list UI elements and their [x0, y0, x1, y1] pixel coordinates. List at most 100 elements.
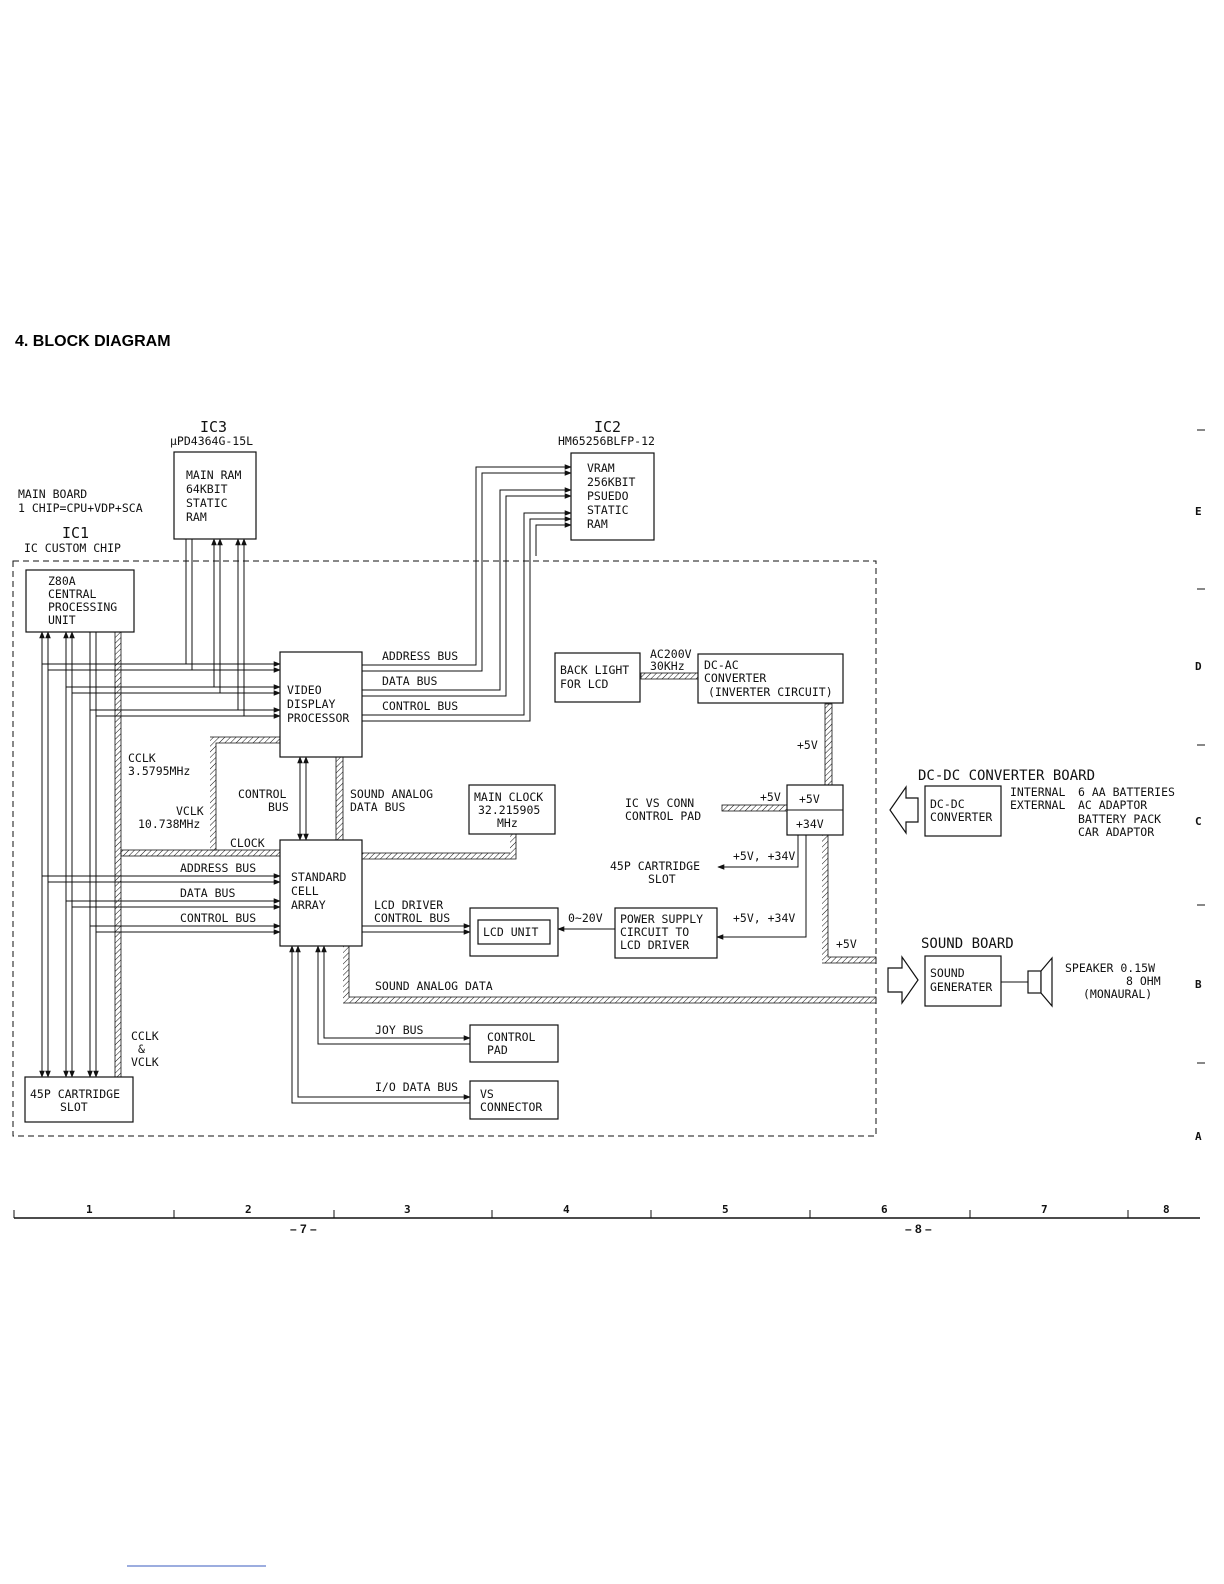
- io-data-bus-label: I/O DATA BUS: [375, 1080, 458, 1094]
- ic1-boundary: [12, 560, 877, 1137]
- regulator-34v: +34V: [796, 817, 824, 831]
- ic1-name: IC1: [62, 524, 89, 542]
- grid-col-label: 2: [245, 1203, 252, 1216]
- regulator-5v: +5V: [799, 792, 820, 806]
- grid-row-label: A: [1195, 1130, 1202, 1143]
- vclk-freq: 10.738MHz: [138, 817, 200, 831]
- grid-col-label: 6: [881, 1203, 888, 1216]
- main-ram-line: 64KBIT: [186, 482, 228, 496]
- main-ram-line: STATIC: [186, 496, 228, 510]
- plus5v-34v-label: +5V, +34V: [733, 911, 795, 925]
- plus5v-34v-label: +5V, +34V: [733, 849, 795, 863]
- vram-line: RAM: [587, 517, 608, 531]
- vram-line: VRAM: [587, 461, 615, 475]
- sca-line: CELL: [291, 884, 319, 898]
- page-title: 4. BLOCK DIAGRAM: [15, 333, 171, 350]
- lcd-driver-label: CONTROL BUS: [374, 911, 450, 925]
- sound-analog-data-bus-label: DATA BUS: [350, 800, 405, 814]
- backlight-box: [554, 652, 641, 703]
- cart-slot-2-label: SLOT: [648, 872, 676, 886]
- vdp-box: [279, 651, 363, 758]
- lcd-unit-label: LCD UNIT: [483, 925, 538, 939]
- page-number-left: – 7 –: [290, 1222, 317, 1236]
- backlight-line: BACK LIGHT: [560, 663, 629, 677]
- main-clock-box: [468, 784, 556, 835]
- plus5v-label: +5V: [760, 790, 781, 804]
- grid-col-label: 1: [86, 1203, 93, 1216]
- power-supply-line: CIRCUIT TO: [620, 925, 689, 939]
- joy-bus-label: JOY BUS: [375, 1023, 424, 1037]
- sound-analog-data-bus-label: SOUND ANALOG: [350, 787, 433, 801]
- sound-arrow: [887, 955, 919, 1005]
- control-pad-line: PAD: [487, 1043, 508, 1057]
- grid-row-label: B: [1195, 978, 1202, 991]
- grid-col-label: 7: [1041, 1203, 1048, 1216]
- inverter-line: DC-AC: [704, 658, 739, 672]
- address-bus-label-top: ADDRESS BUS: [382, 649, 458, 663]
- main-clock-line: MHz: [497, 816, 518, 830]
- vdp-line: VIDEO: [287, 683, 322, 697]
- grid-col-label: 5: [722, 1203, 729, 1216]
- speaker-cone-icon: [1040, 956, 1053, 1008]
- ic-vs-conn-label: CONTROL PAD: [625, 809, 701, 823]
- plus5v-label: +5V: [797, 738, 818, 752]
- cartridge-slot-line: 45P CARTRIDGE: [30, 1087, 120, 1101]
- sca-box: [279, 839, 363, 947]
- external-source: BATTERY PACK: [1078, 812, 1161, 826]
- cclk-vclk-label: CCLK: [131, 1029, 159, 1043]
- clock-label: CLOCK: [230, 836, 265, 850]
- ic1-desc: IC CUSTOM CHIP: [24, 541, 121, 555]
- grid-col-label: 4: [563, 1203, 570, 1216]
- main-board-label: MAIN BOARD: [18, 487, 87, 501]
- main-ram-box: [173, 451, 257, 540]
- main-ram-line: RAM: [186, 510, 207, 524]
- control-pad-box: [469, 1024, 559, 1063]
- internal-label: INTERNAL: [1010, 785, 1065, 799]
- lcd-driver-label: LCD DRIVER: [374, 898, 443, 912]
- inverter-line: CONVERTER: [704, 671, 766, 685]
- sound-generator-line: GENERATER: [930, 980, 992, 994]
- vs-connector-line: CONNECTOR: [480, 1100, 542, 1114]
- inverter-box: [697, 653, 844, 704]
- dcdc-converter-line: CONVERTER: [930, 810, 992, 824]
- cartridge-slot-box: [24, 1076, 134, 1123]
- ac200-freq: 30KHz: [650, 659, 685, 673]
- speaker-icon: [1027, 970, 1042, 994]
- cclk-freq: 3.5795MHz: [128, 764, 190, 778]
- sound-board-title: SOUND BOARD: [921, 936, 1014, 952]
- backlight-line: FOR LCD: [560, 677, 609, 691]
- sca-line: STANDARD: [291, 870, 346, 884]
- dcdc-converter-box: [924, 785, 1002, 837]
- cclk-vclk-label: &: [138, 1042, 145, 1056]
- sound-analog-data-label: SOUND ANALOG DATA: [375, 979, 493, 993]
- power-supply-line: LCD DRIVER: [620, 938, 689, 952]
- external-label: EXTERNAL: [1010, 798, 1065, 812]
- cclk-label: CCLK: [128, 751, 156, 765]
- cart-slot-2-label: 45P CARTRIDGE: [610, 859, 700, 873]
- vram-line: 256KBIT: [587, 475, 636, 489]
- vs-connector-line: VS: [480, 1087, 494, 1101]
- inverter-line: (INVERTER CIRCUIT): [708, 685, 833, 699]
- dcdc-arrow: [889, 785, 919, 835]
- cpu-line: CENTRAL: [48, 587, 97, 601]
- cpu-line: UNIT: [48, 613, 76, 627]
- ic-vs-conn-label: IC VS CONN: [625, 796, 694, 810]
- control-bus-v-label: CONTROL: [238, 787, 287, 801]
- cclk-vclk-line: [114, 631, 122, 1078]
- main-clock-line: 32.215905: [478, 803, 540, 817]
- sound-generator-line: SOUND: [930, 966, 965, 980]
- data-bus-label: DATA BUS: [180, 886, 235, 900]
- control-bus-v-label: BUS: [268, 800, 289, 814]
- ic3-name: IC3: [200, 418, 227, 436]
- control-bus-label-top: CONTROL BUS: [382, 699, 458, 713]
- sca-line: ARRAY: [291, 898, 326, 912]
- data-bus-label-top: DATA BUS: [382, 674, 437, 688]
- external-source: CAR ADAPTOR: [1078, 825, 1154, 839]
- ic2-part: HM65256BLFP-12: [558, 434, 655, 448]
- vclk-label: VCLK: [176, 804, 204, 818]
- main-board-desc: 1 CHIP=CPU+VDP+SCA: [18, 501, 143, 515]
- internal-source: 6 AA BATTERIES: [1078, 785, 1175, 799]
- cartridge-slot-line: SLOT: [60, 1100, 88, 1114]
- control-pad-line: CONTROL: [487, 1030, 536, 1044]
- vram-box: [570, 452, 655, 541]
